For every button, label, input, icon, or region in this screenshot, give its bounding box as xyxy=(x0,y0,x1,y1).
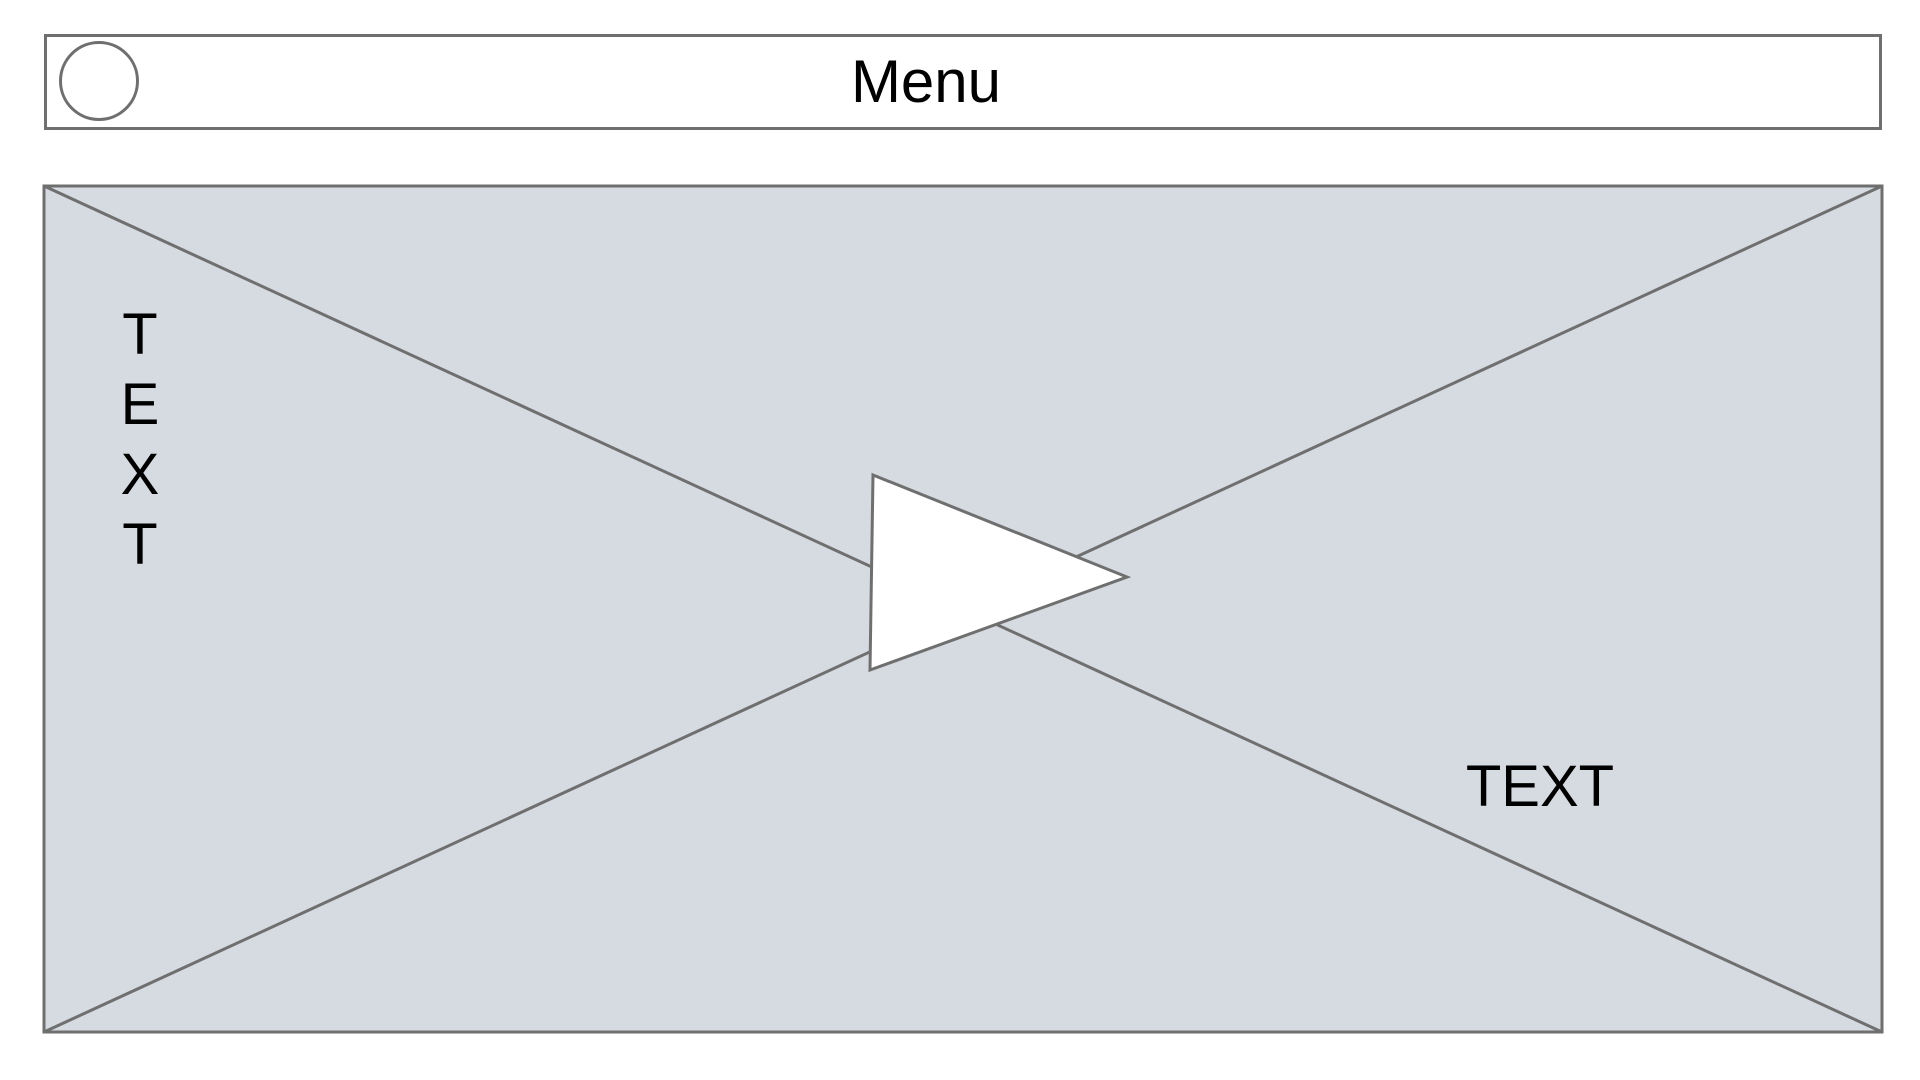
vertical-text-label: T E X T xyxy=(120,302,160,577)
play-icon[interactable] xyxy=(868,472,1132,673)
menu-bar[interactable] xyxy=(44,34,1882,130)
text-label: TEXT xyxy=(1465,754,1615,819)
circle-icon[interactable] xyxy=(59,41,139,121)
